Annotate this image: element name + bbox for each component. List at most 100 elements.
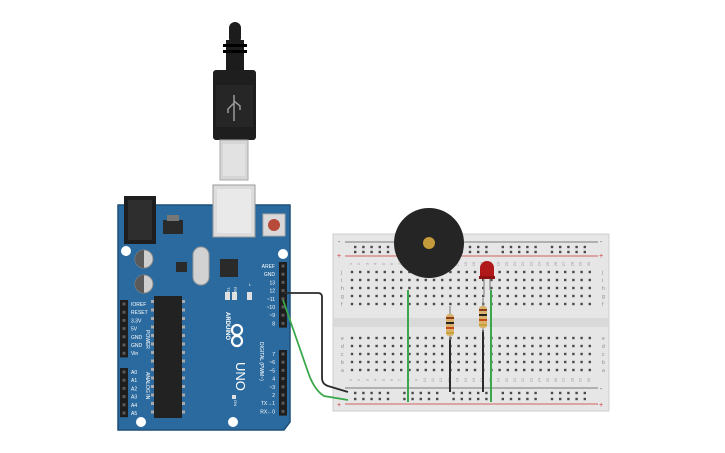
breadboard-hole[interactable] [465, 368, 468, 372]
breadboard-hole[interactable] [509, 397, 513, 401]
header-socket[interactable] [281, 289, 285, 293]
breadboard-hole[interactable] [539, 294, 542, 298]
breadboard-hole[interactable] [354, 391, 357, 395]
breadboard-hole[interactable] [547, 360, 550, 364]
header-socket[interactable] [281, 264, 285, 268]
breadboard-hole[interactable] [514, 360, 518, 364]
breadboard-hole[interactable] [457, 286, 460, 290]
breadboard-hole[interactable] [564, 352, 567, 356]
breadboard-hole[interactable] [408, 286, 411, 290]
header-socket[interactable] [122, 302, 126, 306]
breadboard-hole[interactable] [506, 302, 509, 306]
breadboard-hole[interactable] [547, 368, 550, 372]
header-socket[interactable] [122, 335, 126, 339]
breadboard-hole[interactable] [457, 352, 460, 356]
breadboard-hole[interactable] [559, 250, 562, 254]
breadboard-hole[interactable] [432, 360, 436, 364]
breadboard-hole[interactable] [441, 302, 444, 306]
header-socket[interactable] [122, 310, 126, 314]
breadboard-hole[interactable] [367, 360, 370, 364]
breadboard-hole[interactable] [498, 344, 501, 348]
breadboard-hole[interactable] [378, 391, 381, 395]
header-socket[interactable] [281, 393, 285, 397]
breadboard-hole[interactable] [490, 278, 493, 282]
breadboard-hole[interactable] [523, 270, 526, 274]
header-socket[interactable] [281, 272, 285, 276]
breadboard-hole[interactable] [400, 336, 403, 340]
breadboard-hole[interactable] [367, 294, 370, 298]
breadboard-hole[interactable] [375, 270, 378, 274]
breadboard-hole[interactable] [457, 302, 460, 306]
breadboard-hole[interactable] [523, 352, 526, 356]
breadboard-hole[interactable] [473, 336, 477, 340]
breadboard-hole[interactable] [468, 245, 472, 249]
breadboard-hole[interactable] [477, 391, 480, 395]
header-socket[interactable] [122, 395, 126, 399]
breadboard-hole[interactable] [416, 286, 419, 290]
breadboard-hole[interactable] [550, 391, 554, 395]
breadboard-hole[interactable] [383, 278, 386, 282]
breadboard-hole[interactable] [564, 294, 567, 298]
breadboard-hole[interactable] [564, 270, 567, 274]
breadboard-hole[interactable] [424, 344, 427, 348]
breadboard-hole[interactable] [383, 360, 386, 364]
breadboard-hole[interactable] [531, 360, 534, 364]
breadboard-hole[interactable] [575, 250, 578, 254]
breadboard-hole[interactable] [367, 286, 370, 290]
breadboard-hole[interactable] [424, 294, 427, 298]
breadboard-hole[interactable] [588, 344, 591, 348]
breadboard-hole[interactable] [424, 286, 427, 290]
breadboard-hole[interactable] [498, 286, 501, 290]
breadboard-hole[interactable] [514, 344, 518, 348]
breadboard-hole[interactable] [514, 294, 518, 298]
breadboard-hole[interactable] [473, 278, 477, 282]
breadboard-hole[interactable] [523, 302, 526, 306]
breadboard-hole[interactable] [383, 302, 386, 306]
breadboard-hole[interactable] [526, 250, 529, 254]
breadboard-hole[interactable] [588, 368, 591, 372]
breadboard-hole[interactable] [432, 368, 436, 372]
breadboard-hole[interactable] [400, 270, 403, 274]
breadboard-hole[interactable] [485, 391, 488, 395]
breadboard-hole[interactable] [370, 391, 373, 395]
breadboard-hole[interactable] [375, 368, 378, 372]
breadboard-hole[interactable] [555, 278, 559, 282]
breadboard-hole[interactable] [359, 278, 362, 282]
breadboard-hole[interactable] [391, 368, 395, 372]
breadboard-hole[interactable] [539, 344, 542, 348]
breadboard-hole[interactable] [547, 344, 550, 348]
breadboard-hole[interactable] [465, 344, 468, 348]
breadboard-hole[interactable] [432, 344, 436, 348]
breadboard-hole[interactable] [350, 294, 354, 298]
breadboard-hole[interactable] [575, 245, 578, 249]
breadboard-hole[interactable] [539, 336, 542, 340]
breadboard-hole[interactable] [350, 302, 354, 306]
breadboard-hole[interactable] [501, 397, 504, 401]
breadboard-hole[interactable] [473, 368, 477, 372]
breadboard-hole[interactable] [468, 391, 472, 395]
breadboard-hole[interactable] [419, 391, 422, 395]
breadboard-hole[interactable] [523, 286, 526, 290]
breadboard-hole[interactable] [391, 294, 395, 298]
breadboard-hole[interactable] [391, 344, 395, 348]
breadboard-hole[interactable] [473, 360, 477, 364]
breadboard-hole[interactable] [457, 344, 460, 348]
breadboard-hole[interactable] [550, 250, 554, 254]
breadboard-hole[interactable] [400, 360, 403, 364]
breadboard-hole[interactable] [555, 270, 559, 274]
breadboard-hole[interactable] [539, 352, 542, 356]
breadboard-hole[interactable] [583, 397, 586, 401]
breadboard-hole[interactable] [575, 391, 578, 395]
breadboard-hole[interactable] [572, 352, 575, 356]
breadboard-hole[interactable] [359, 302, 362, 306]
breadboard-hole[interactable] [514, 270, 518, 274]
breadboard-hole[interactable] [408, 270, 411, 274]
breadboard-hole[interactable] [391, 278, 395, 282]
breadboard-hole[interactable] [465, 336, 468, 340]
breadboard-hole[interactable] [400, 352, 403, 356]
breadboard-hole[interactable] [370, 250, 373, 254]
breadboard-hole[interactable] [564, 336, 567, 340]
breadboard-hole[interactable] [588, 302, 591, 306]
breadboard-hole[interactable] [580, 278, 583, 282]
breadboard-hole[interactable] [350, 336, 354, 340]
